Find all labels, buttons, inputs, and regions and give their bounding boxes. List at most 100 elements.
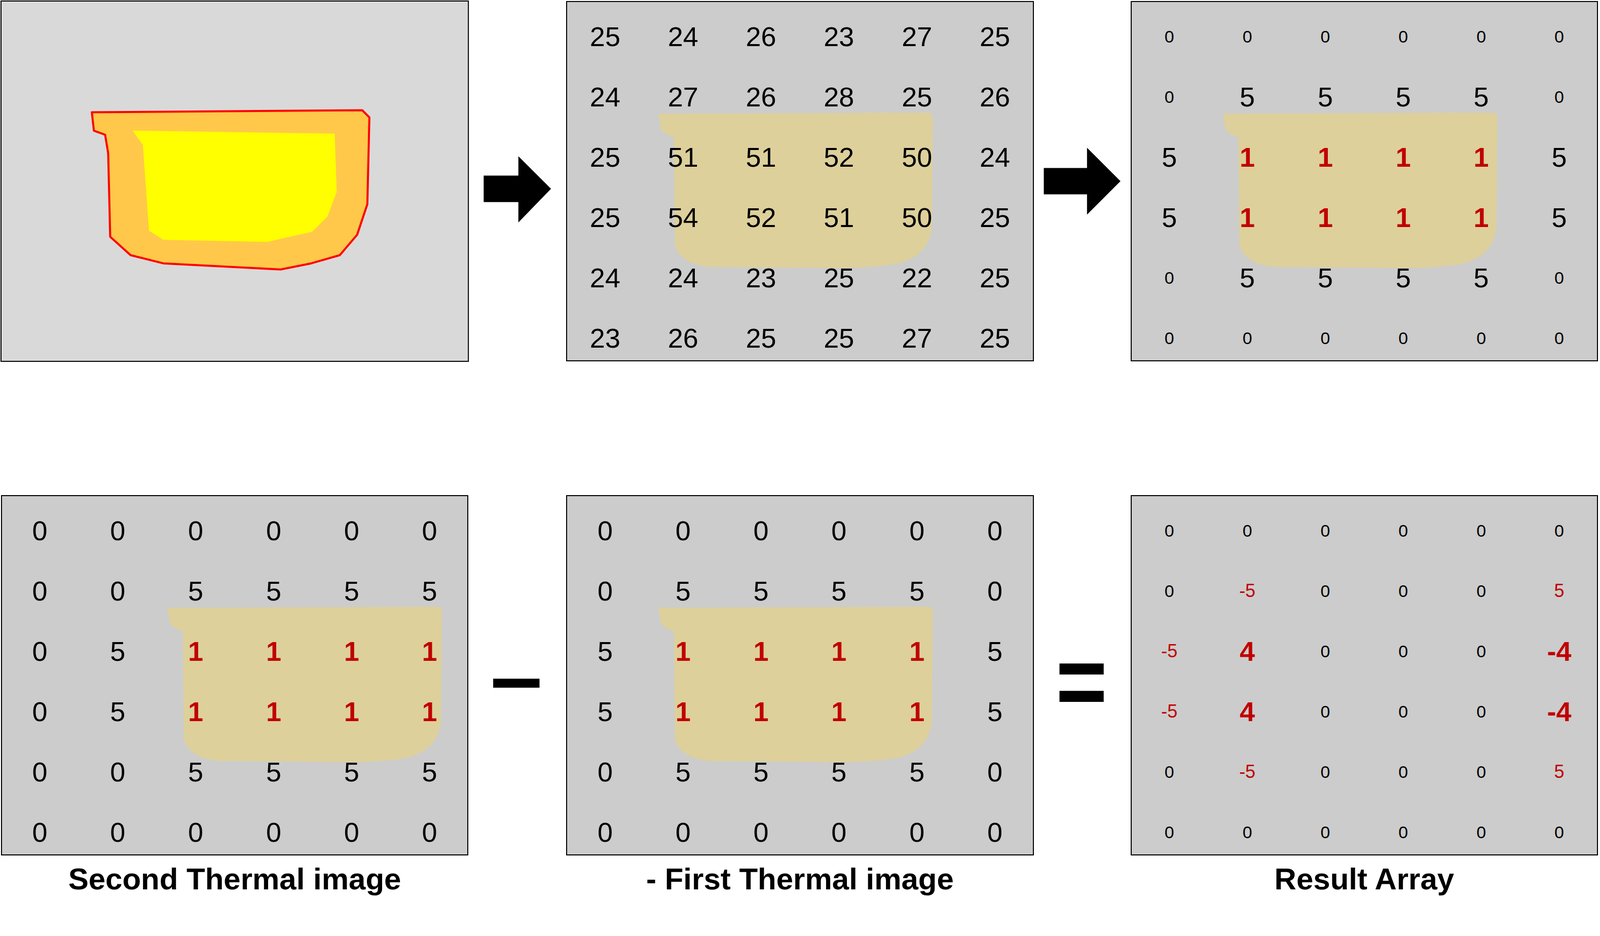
table-cell: 0: [344, 818, 360, 846]
table-cell: 5: [909, 758, 925, 786]
table-cell: 0: [31, 758, 48, 786]
table-cell: 5: [266, 577, 282, 605]
table-cell: -5: [1161, 642, 1178, 661]
table-cell: 0: [266, 818, 282, 846]
table-cell: 0: [753, 818, 769, 846]
table-cell: 0: [109, 758, 126, 786]
table-cell: 5: [1553, 581, 1565, 601]
table-cell: 1: [909, 697, 925, 726]
table-cell: 5: [1551, 143, 1567, 171]
table-cell: 0: [831, 516, 847, 545]
image-caption: Second Thermal image: [0, 861, 488, 897]
table-cell: 24: [979, 143, 1011, 171]
table-cell: 1: [1395, 143, 1411, 171]
table-cell: 0: [909, 516, 925, 545]
table-cell: 0: [1242, 27, 1253, 46]
grid-panel: 000000005555051111051111005555000000Seco…: [1, 495, 469, 856]
table-cell: 0: [1476, 329, 1486, 347]
table-cell: 0: [1476, 702, 1486, 721]
table-cell: 0: [1320, 702, 1331, 721]
table-cell: 0: [1476, 763, 1486, 781]
table-cell: 5: [597, 637, 613, 665]
table-cell: 0: [31, 577, 48, 605]
table-cell: 23: [746, 264, 777, 292]
grid-panel: 000000055550511115511115055550000000: [1130, 1, 1598, 362]
table-cell: 51: [667, 143, 699, 171]
table-cell: 5: [675, 577, 691, 605]
table-cell: 5: [1161, 143, 1177, 171]
table-cell: 27: [667, 83, 699, 111]
table-cell: 0: [1320, 823, 1331, 841]
table-cell: 25: [979, 324, 1011, 352]
table-cell: 54: [667, 203, 699, 232]
table-cell: 5: [109, 637, 126, 665]
table-cell: 27: [901, 22, 933, 51]
table-cell: 0: [31, 637, 48, 665]
table-cell: 0: [675, 818, 691, 846]
table-cell: 5: [987, 637, 1003, 665]
table-cell: 5: [1473, 264, 1490, 292]
table-cell: -5: [1239, 581, 1256, 601]
table-cell: 5: [1551, 203, 1567, 232]
table-cell: 1: [422, 697, 438, 726]
grid-panel: 000000055550511115511115055550000000- Fi…: [566, 495, 1034, 856]
object-region: [2, 496, 468, 855]
table-cell: 1: [1473, 143, 1490, 171]
table-cell: 0: [1320, 522, 1331, 540]
table-cell: 26: [746, 22, 777, 51]
table-cell: 25: [901, 83, 933, 111]
table-cell: 25: [589, 22, 621, 51]
table-cell: 26: [746, 83, 777, 111]
table-cell: 0: [1476, 642, 1486, 660]
table-cell: 1: [266, 637, 282, 665]
table-cell: 1: [831, 637, 847, 665]
table-cell: 1: [1317, 143, 1333, 171]
table-cell: 0: [31, 516, 48, 545]
block-arrow: [1044, 147, 1121, 215]
table-cell: 1: [188, 637, 204, 665]
table-cell: 1: [1395, 203, 1411, 232]
table-cell: 5: [675, 758, 691, 786]
table-cell: 5: [1395, 264, 1411, 292]
table-cell: 1: [675, 637, 691, 665]
table-cell: -5: [1161, 702, 1178, 721]
table-cell: 0: [1554, 27, 1565, 46]
table-cell: 4: [1239, 697, 1255, 726]
table-cell: 0: [1164, 763, 1175, 781]
table-cell: 52: [823, 143, 854, 171]
table-cell: 0: [597, 818, 613, 846]
table-cell: 0: [1398, 582, 1408, 600]
table-cell: 0: [675, 516, 691, 545]
table-cell: 5: [1317, 264, 1333, 292]
table-cell: 25: [979, 264, 1011, 292]
operator-symbol: =: [1055, 630, 1108, 733]
table-cell: 25: [589, 203, 621, 232]
table-cell: 0: [1242, 522, 1253, 540]
table-cell: 0: [1164, 823, 1175, 841]
table-cell: 0: [909, 818, 925, 846]
table-cell: 5: [109, 697, 126, 726]
image-caption: Result Array: [1111, 861, 1600, 897]
table-cell: 5: [1239, 83, 1255, 111]
table-cell: 0: [1476, 522, 1486, 540]
object-region-shape: [1222, 112, 1498, 268]
table-cell: 1: [753, 697, 769, 726]
table-cell: 51: [823, 203, 854, 232]
table-cell: 1: [909, 637, 925, 665]
table-cell: 1: [675, 697, 691, 726]
table-cell: 0: [1398, 522, 1408, 540]
table-cell: 0: [597, 516, 613, 545]
table-cell: 0: [1320, 582, 1331, 600]
table-cell: 5: [909, 577, 925, 605]
table-cell: 0: [266, 516, 282, 545]
grid-panel: 2524262327252427262825262551515250242554…: [566, 1, 1034, 362]
table-cell: 5: [266, 758, 282, 786]
table-cell: 1: [1239, 203, 1255, 232]
table-cell: 0: [1164, 27, 1175, 46]
table-cell: 0: [1320, 763, 1331, 781]
table-cell: 5: [1473, 83, 1490, 111]
table-cell: 25: [589, 143, 621, 171]
table-cell: 24: [589, 83, 621, 111]
object-region-shape: [658, 606, 934, 762]
